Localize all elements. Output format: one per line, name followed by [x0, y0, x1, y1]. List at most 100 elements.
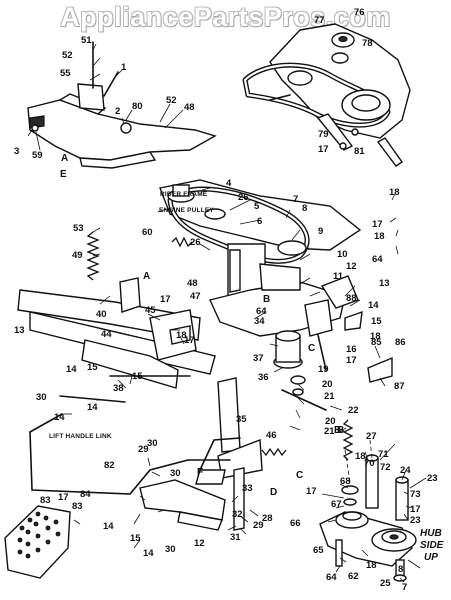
callout-part-number: 46 [266, 430, 277, 441]
reference-letter: A [143, 271, 150, 282]
spring-26 [171, 236, 193, 248]
callout-part-number: 13 [14, 325, 25, 336]
callout-part-number: 1 [121, 62, 127, 73]
callout-part-number: 22 [348, 405, 359, 416]
callout-part-number: 18 [355, 451, 366, 462]
reference-letter: C [308, 343, 315, 354]
callout-part-number: 52 [166, 95, 177, 106]
callout-part-number: 33 [242, 483, 253, 494]
callout-part-number: 49 [72, 250, 83, 261]
callout-part-number: 2 [115, 106, 120, 117]
callout-part-number: 32 [232, 509, 243, 520]
reference-letter: F [197, 467, 203, 478]
callout-part-number: 18 [389, 187, 400, 198]
callout-part-number: 18 [366, 560, 377, 571]
callout-part-number: 17 [306, 486, 317, 497]
spring-49 [86, 231, 100, 281]
rider-frame-label: RIDER FRAME [160, 191, 208, 198]
reference-letter: B [337, 425, 344, 436]
callout-part-number: 83 [72, 501, 83, 512]
foot-pedal [4, 505, 71, 579]
callout-part-number: 13 [379, 278, 390, 289]
callout-part-number: 30 [170, 468, 181, 479]
reference-letter: B [263, 294, 270, 305]
callout-part-number: 18 [176, 330, 187, 341]
callout-part-number: 85 [371, 337, 382, 348]
callout-part-number: 38 [113, 383, 124, 394]
callout-part-number: 81 [354, 146, 365, 157]
callout-part-number: 14 [66, 364, 77, 375]
assembly-labels: RIDER FRAME ENGINE PULLEY LIFT HANDLE LI… [49, 191, 444, 563]
callout-part-number: 55 [60, 68, 71, 79]
callout-part-number: 17 [372, 219, 383, 230]
part-callouts: 51 52 55 1 3 59 2 80 52 48 76 77 78 79 1… [14, 7, 438, 593]
callout-part-number: 30 [36, 392, 47, 403]
callout-part-number: 80 [132, 101, 143, 112]
callout-part-number: 35 [236, 414, 247, 425]
callout-part-number: 45 [145, 305, 156, 316]
callout-part-number: 17 [410, 504, 421, 515]
callout-part-number: 77 [314, 15, 325, 26]
callout-part-number: 7 [293, 194, 298, 205]
callout-part-number: 4 [226, 178, 232, 189]
callout-part-number: 18 [370, 331, 381, 342]
callout-part-number: 12 [194, 538, 205, 549]
callout-part-number: 14 [368, 300, 379, 311]
callout-part-number: 8 [398, 564, 403, 575]
callout-part-number: 64 [256, 306, 267, 317]
callout-part-number: 26 [238, 192, 249, 203]
callout-part-number: 16 [346, 344, 357, 355]
reference-letter: B [334, 425, 341, 436]
callout-part-number: 66 [290, 518, 301, 529]
callout-part-number: 27 [366, 431, 377, 442]
callout-part-number: 20 [322, 379, 333, 390]
callout-part-number: 15 [132, 371, 143, 382]
callout-part-number: 15 [87, 362, 98, 373]
callout-part-number: 64 [326, 572, 337, 583]
callout-part-number: 10 [337, 249, 348, 260]
callout-part-number: 52 [62, 50, 73, 61]
callout-part-number: 37 [253, 353, 264, 364]
callout-part-number: 23 [410, 515, 421, 526]
callout-part-number: 25 [380, 578, 391, 589]
callout-part-number: 83 [40, 495, 51, 506]
callout-part-number: 15 [371, 316, 382, 327]
callout-part-number: 19 [318, 364, 329, 375]
callout-part-number: 82 [104, 460, 115, 471]
hub-label-line-2: SIDE [420, 540, 444, 551]
callout-part-number: 21 [324, 391, 335, 402]
callout-part-number: 47 [190, 291, 201, 302]
hub-label-line-3: UP [424, 552, 438, 563]
callout-part-number: 6 [257, 216, 262, 227]
callout-part-number: 30 [147, 438, 158, 449]
callout-part-number: 17 [318, 144, 329, 155]
callout-part-number: 28 [262, 513, 273, 524]
leader-lines [27, 43, 427, 583]
callout-part-number: 60 [142, 227, 153, 238]
mounting-plate [159, 179, 362, 301]
spring-46 [261, 447, 287, 457]
callout-part-number: 48 [187, 278, 198, 289]
lift-handle-link [29, 413, 231, 495]
reference-letter: E [60, 169, 67, 180]
callout-part-number: 48 [184, 102, 195, 113]
reference-letters: A E A B C B F D C B [60, 153, 344, 498]
spring-27 [342, 419, 354, 461]
callout-part-number: 24 [400, 465, 411, 476]
rider-frame [27, 41, 217, 169]
callout-part-number: 17 [160, 294, 171, 305]
callout-part-number: 29 [138, 444, 149, 455]
callout-part-number: 15 [130, 533, 141, 544]
callout-part-number: 51 [81, 35, 92, 46]
callout-part-number: 8 [302, 203, 307, 214]
callout-part-number: 59 [32, 150, 43, 161]
callout-part-number: 67 [331, 499, 342, 510]
callout-part-number: 36 [258, 372, 269, 383]
callout-part-number: 79 [318, 129, 329, 140]
callout-part-number: 26 [190, 237, 201, 248]
callout-part-number: 65 [313, 545, 324, 556]
engine-pulley-label: ENGINE PULLEY [159, 207, 214, 214]
callout-part-number: 71 [378, 449, 389, 460]
callout-part-number: 44 [101, 329, 112, 340]
